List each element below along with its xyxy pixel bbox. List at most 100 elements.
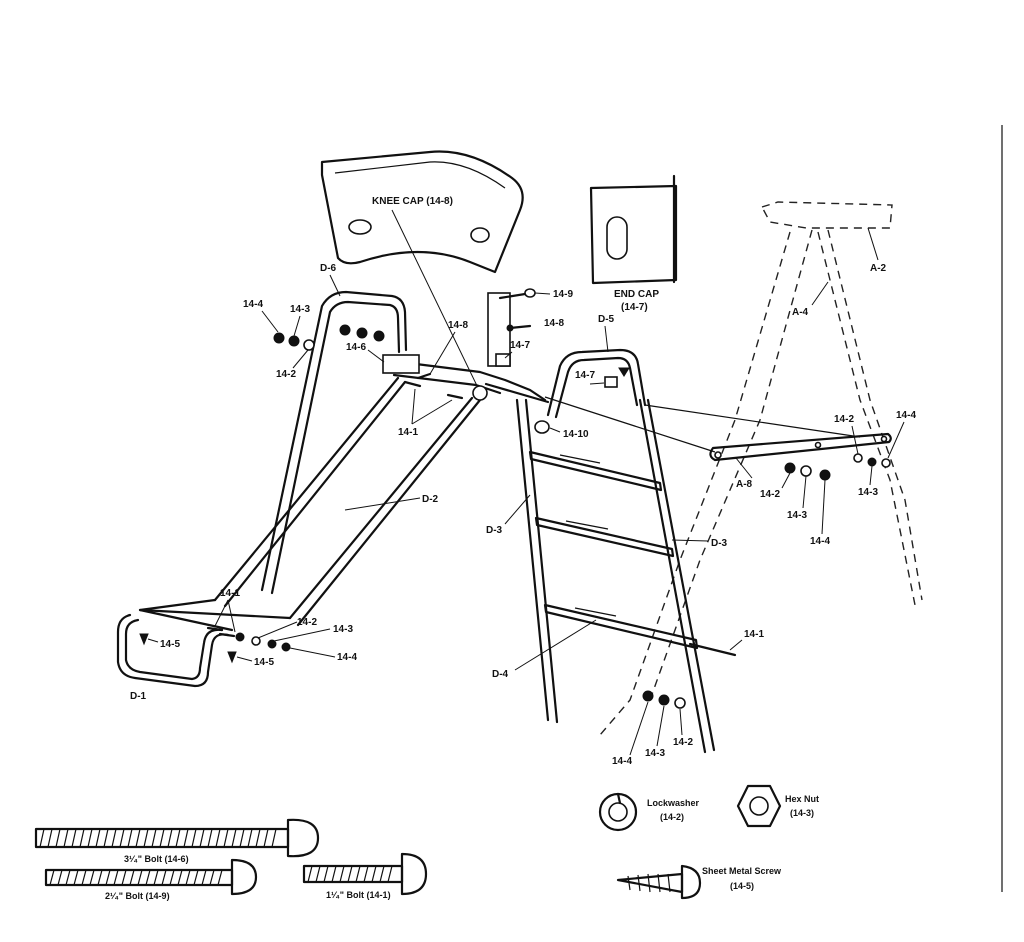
hexnut-ladder xyxy=(658,694,670,706)
a4-label: A-4 xyxy=(792,307,809,318)
nut-left-rail xyxy=(288,335,300,347)
label-14-2-b: 14-2 xyxy=(834,414,854,425)
bolt-14-8-right-head xyxy=(506,324,514,332)
d4-label: D-4 xyxy=(492,669,509,680)
label-14-6-a: 14-6 xyxy=(346,342,366,353)
label-14-3-a: 14-3 xyxy=(787,510,807,521)
brace-connect-line xyxy=(544,396,716,453)
d6-label: D-6 xyxy=(320,263,337,274)
legend-bolt-short: 1¹⁄₄" Bolt (14-1) xyxy=(326,890,391,900)
lockwasher-d6 xyxy=(339,324,351,336)
cap-14-10 xyxy=(534,420,550,434)
bolt-long-illustration xyxy=(34,818,320,858)
label-14-3-c: 14-3 xyxy=(645,748,665,759)
ladder-assembly xyxy=(515,348,716,754)
knee-bolt-head xyxy=(472,385,488,401)
legend-bolt-long: 3¹⁄₄" Bolt (14-6) xyxy=(124,854,189,864)
label-14-3-e: 14-3 xyxy=(333,624,353,635)
d2-label: D-2 xyxy=(422,494,439,505)
hexnut-bottom xyxy=(251,636,261,646)
lockwasher-bottom xyxy=(235,632,245,642)
d5-label: D-5 xyxy=(598,314,615,325)
legend-hexnut: Hex Nut xyxy=(785,794,819,804)
nut-bottom-2 xyxy=(281,642,291,652)
label-14-4-d: 14-4 xyxy=(243,299,263,310)
label-14-10: 14-10 xyxy=(563,429,589,440)
bracket-center xyxy=(382,354,420,374)
lockwasher-hw xyxy=(784,462,796,474)
label-14-2-e: 14-2 xyxy=(297,617,317,628)
nut-d6 xyxy=(373,330,385,342)
bolt-14-1-bottom-a xyxy=(206,626,224,632)
bolt-14-8-shaft xyxy=(416,372,432,380)
d3-right-label: D-3 xyxy=(711,538,728,549)
label-14-4-a: 14-4 xyxy=(810,536,830,547)
nut-hw xyxy=(819,469,831,481)
brace-connect-line-2 xyxy=(644,404,861,438)
hexnut-d6 xyxy=(356,327,368,339)
label-14-7-a: 14-7 xyxy=(575,370,595,381)
bracket-bar xyxy=(484,382,550,404)
label-14-5-b: 14-5 xyxy=(254,657,274,668)
bolt-mid-illustration xyxy=(44,858,258,896)
bolt-14-1-center-a xyxy=(403,380,422,388)
legend-bolt-mid: 2¹⁄₄" Bolt (14-9) xyxy=(105,891,170,901)
screw-14-5-b xyxy=(227,651,237,664)
end-cap-label: END CAP xyxy=(614,289,659,300)
a2-label: A-2 xyxy=(870,263,887,274)
slide-bed xyxy=(116,290,547,688)
legend-hexnut-part: (14-3) xyxy=(790,808,814,818)
label-14-4-e: 14-4 xyxy=(337,652,357,663)
a8-label: A-8 xyxy=(736,479,753,490)
label-14-2-c: 14-2 xyxy=(673,737,693,748)
label-14-5-a: 14-5 xyxy=(160,639,180,650)
end-cap-part xyxy=(589,174,678,285)
end-cap-screw-head xyxy=(618,367,630,377)
label-14-9: 14-9 xyxy=(553,289,573,300)
knee-cap-leader xyxy=(391,209,481,393)
legend-screw-part: (14-5) xyxy=(730,881,754,891)
lockwasher-icon xyxy=(598,792,638,832)
label-14-8-a: 14-8 xyxy=(448,320,468,331)
label-14-1-b: 14-1 xyxy=(398,427,418,438)
end-cap-part-number: (14-7) xyxy=(621,302,648,313)
hexnut-hw xyxy=(800,465,812,477)
nut-hw-r xyxy=(867,457,877,467)
sheet-metal-screw-icon xyxy=(616,864,702,900)
hexnut-icon xyxy=(736,784,782,828)
washer-left-rail xyxy=(273,332,285,344)
label-14-8-b: 14-8 xyxy=(544,318,564,329)
legend-lockwasher: Lockwasher xyxy=(647,798,700,808)
bolt-short-illustration xyxy=(302,852,428,896)
washer-hw-r xyxy=(853,453,863,463)
nut-bottom xyxy=(267,639,277,649)
nut-left-rail-2 xyxy=(303,339,315,351)
label-14-1-c: 14-1 xyxy=(220,588,240,599)
label-14-3-d: 14-3 xyxy=(290,304,310,315)
swing-frame-outline xyxy=(599,201,923,736)
bolt-14-1-bottom-b xyxy=(218,632,236,638)
a8-brace xyxy=(709,432,892,462)
bolt-14-9 xyxy=(498,292,527,300)
label-14-2-a: 14-2 xyxy=(760,489,780,500)
bolt-14-1-ladder xyxy=(688,642,737,657)
label-14-4-b: 14-4 xyxy=(896,410,916,421)
end-cap-clip xyxy=(604,376,618,388)
legend-lockwasher-part: (14-2) xyxy=(660,812,684,822)
knee-cap-part xyxy=(320,150,524,274)
d3-left-label: D-3 xyxy=(486,525,503,536)
label-14-1-a: 14-1 xyxy=(744,629,764,640)
d1-label: D-1 xyxy=(130,691,147,702)
nut-ladder xyxy=(674,697,686,709)
bolt-14-9-head xyxy=(524,288,536,298)
label-14-2-d: 14-2 xyxy=(276,369,296,380)
nut-hw-r2 xyxy=(881,458,891,468)
screw-14-5-a xyxy=(139,633,149,646)
knee-cap-label: KNEE CAP (14-8) xyxy=(372,196,453,207)
label-14-4-c: 14-4 xyxy=(612,756,632,767)
label-14-3-b: 14-3 xyxy=(858,487,878,498)
bolt-14-1-center-b xyxy=(446,393,464,400)
legend-screw: Sheet Metal Screw xyxy=(702,866,782,876)
label-14-7-b: 14-7 xyxy=(510,340,530,351)
